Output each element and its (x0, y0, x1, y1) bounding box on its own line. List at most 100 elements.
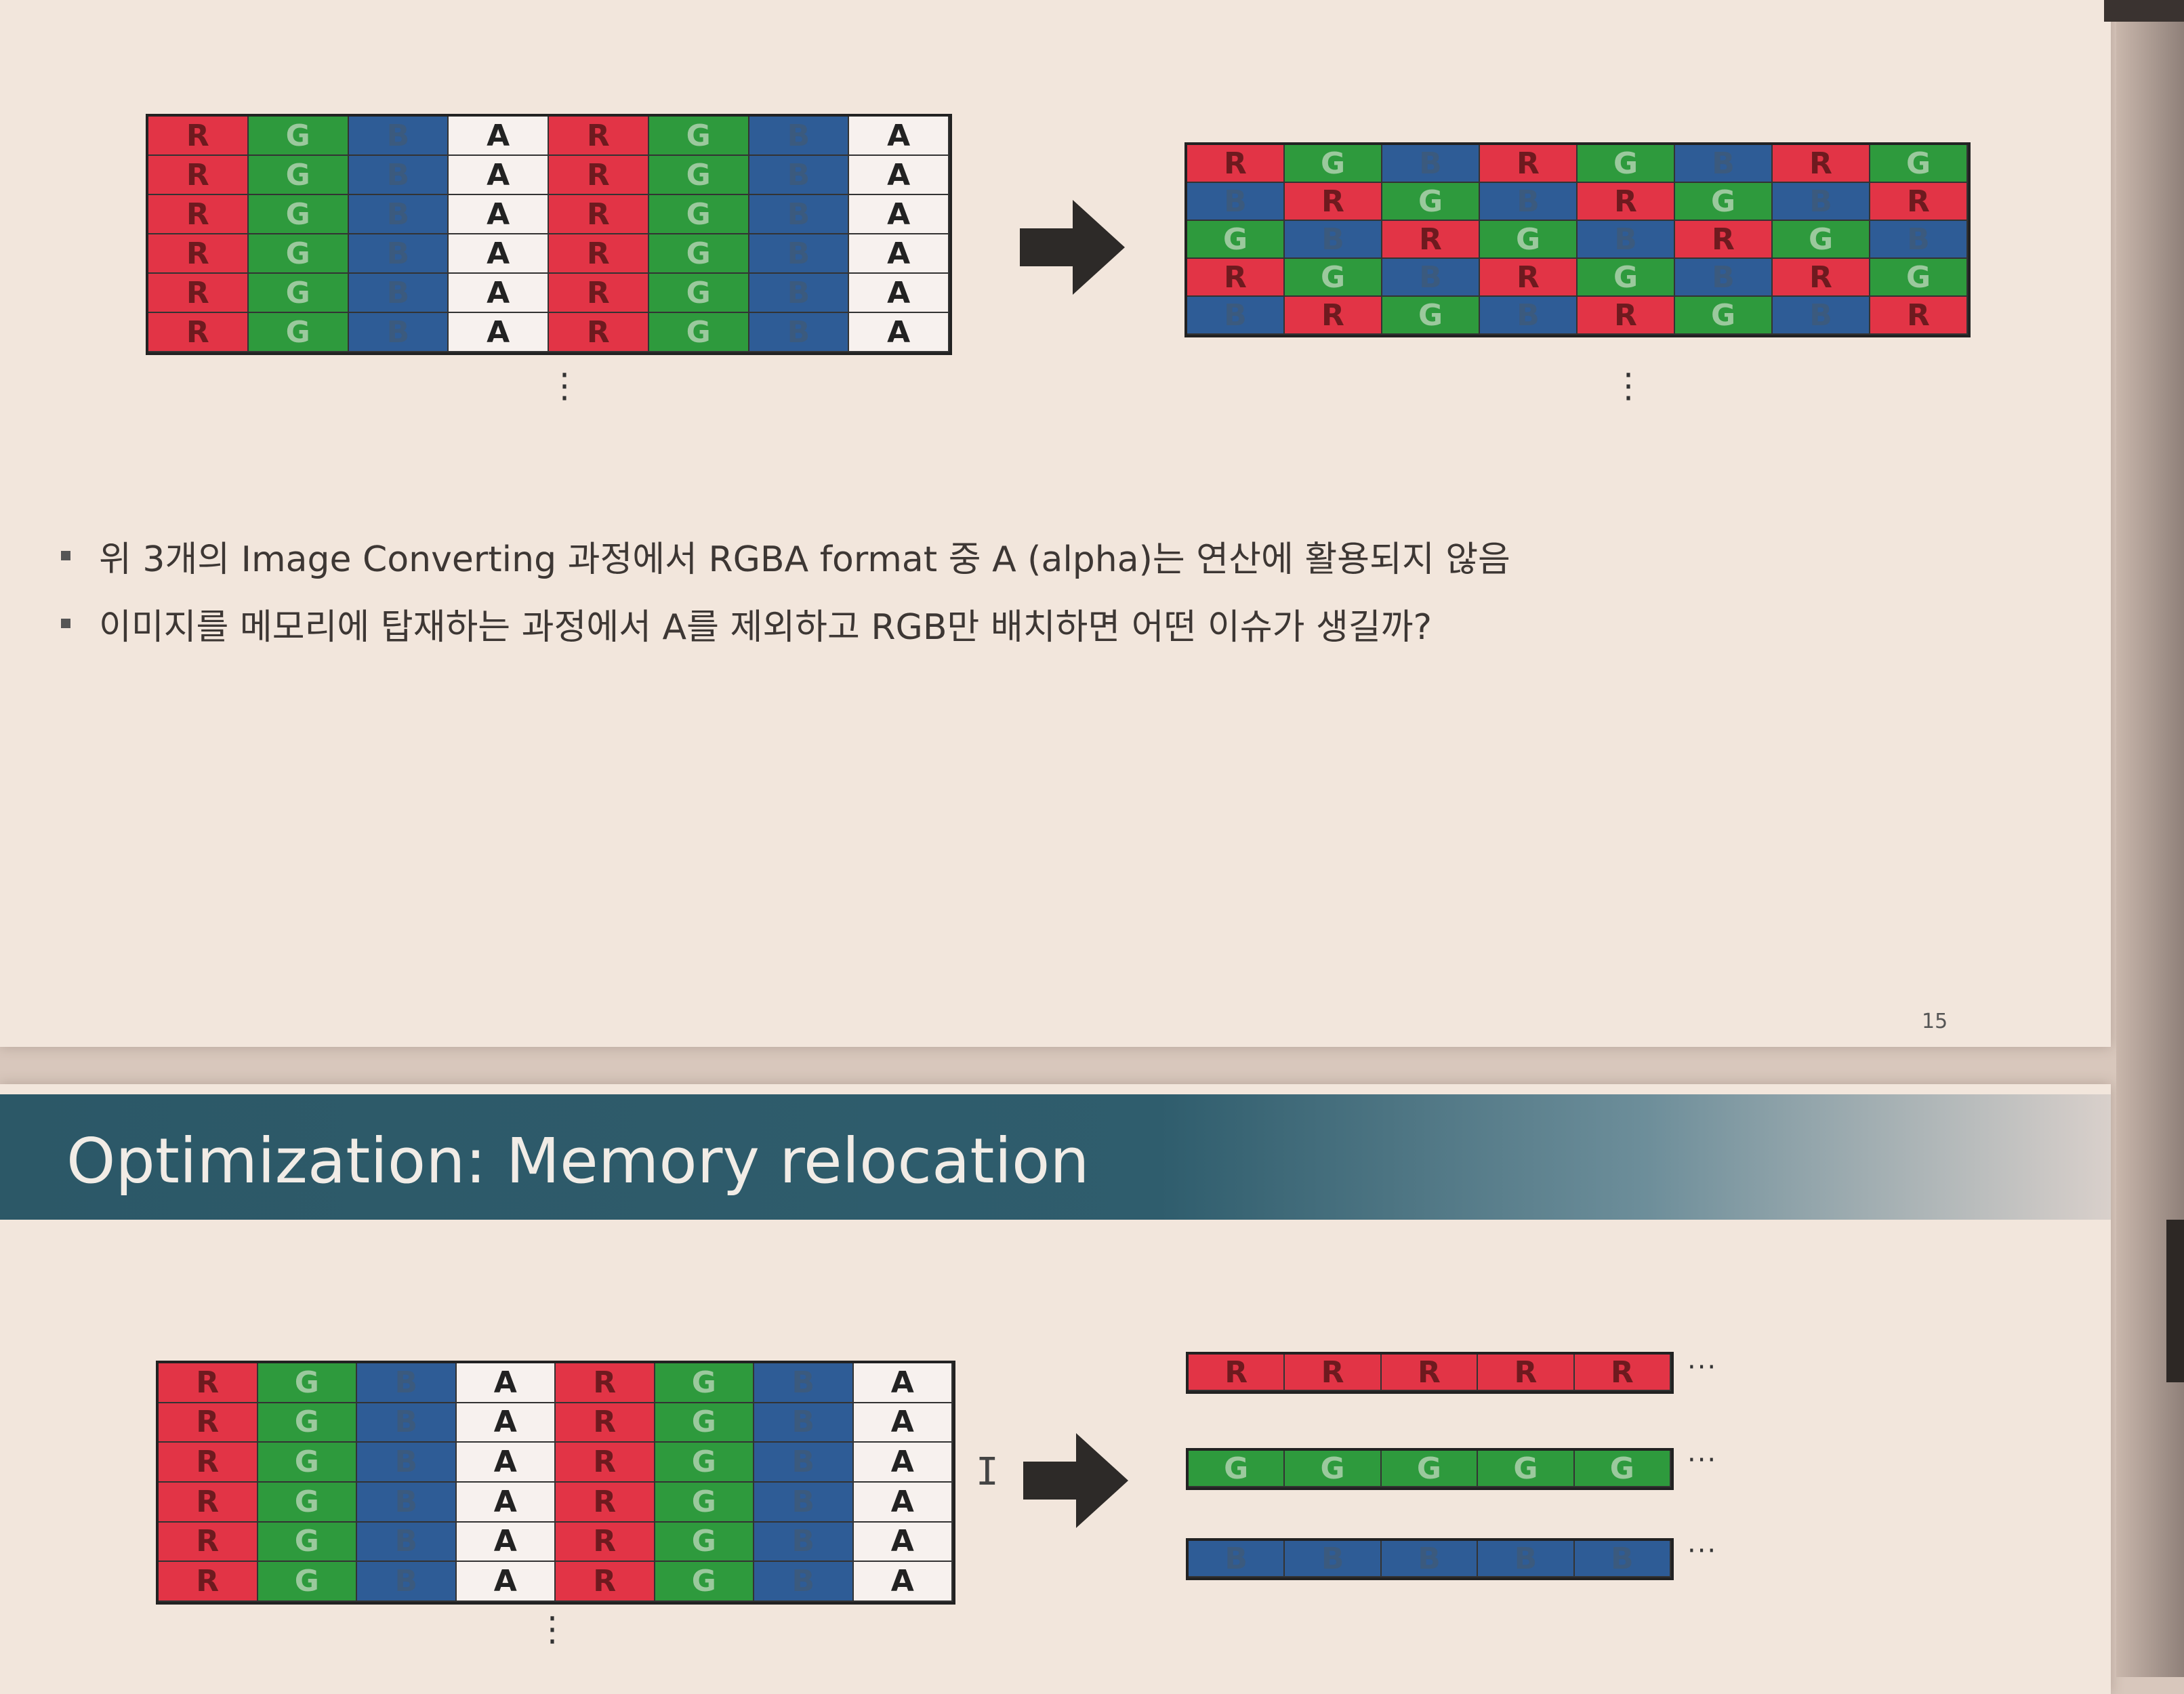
pixel-cell-g: G (1285, 145, 1382, 183)
pixel-cell-b: B (1187, 183, 1285, 221)
pixel-cell-b: B (1870, 221, 1968, 259)
vertical-ellipsis-icon: ⋮ (548, 369, 581, 402)
pixel-cell-g: G (655, 1443, 754, 1483)
pixel-cell-r: R (148, 195, 249, 234)
pixel-cell-b: B (1578, 221, 1675, 259)
scrollbar-thumb[interactable] (2166, 1220, 2184, 1382)
pixel-cell-b: B (1381, 1541, 1479, 1577)
pixel-cell-b: B (357, 1443, 457, 1483)
pixel-cell-a: A (449, 117, 549, 156)
pixel-cell-a: A (853, 1483, 953, 1523)
pixel-cell-b: B (754, 1363, 854, 1403)
pixel-cell-r: R (159, 1443, 258, 1483)
pixel-cell-r: R (1675, 221, 1773, 259)
pixel-cell-b: B (357, 1562, 457, 1602)
pixel-cell-g: G (1189, 1451, 1285, 1487)
pixel-cell-g: G (257, 1522, 357, 1563)
pixel-cell-g: G (248, 313, 349, 352)
pixel-cell-b: B (1189, 1541, 1285, 1577)
pixel-cell-g: G (1480, 221, 1578, 259)
pixel-cell-g: G (655, 1483, 754, 1523)
ellipsis: ··· (1687, 1352, 1718, 1383)
pixel-cell-b: B (1285, 1541, 1382, 1577)
pixel-cell-r: R (1480, 259, 1578, 297)
pixel-cell-b: B (749, 234, 850, 274)
pixel-cell-b: B (357, 1522, 457, 1563)
pixel-cell-r: R (556, 1522, 655, 1563)
pixel-cell-g: G (648, 195, 749, 234)
pixel-cell-r: R (1381, 1355, 1479, 1391)
pixel-cell-a: A (849, 117, 949, 156)
pixel-cell-r: R (549, 156, 649, 195)
pixel-cell-b: B (1285, 221, 1382, 259)
bullet-icon (61, 619, 70, 628)
pixel-cell-b: B (1478, 1541, 1575, 1577)
pixel-cell-r: R (1285, 1355, 1382, 1391)
pixel-cell-g: G (648, 313, 749, 352)
i-beam-cursor-icon: I (976, 1450, 999, 1494)
screen-edge (2116, 0, 2184, 1677)
pixel-cell-r: R (556, 1483, 655, 1523)
pixel-cell-r: R (549, 274, 649, 313)
pixel-cell-b: B (754, 1562, 854, 1602)
bullet-text: 위 3개의 Image Converting 과정에서 RGBA format … (99, 539, 1510, 580)
pixel-cell-r: R (1478, 1355, 1575, 1391)
pixel-cell-b: B (348, 274, 449, 313)
pixel-cell-r: R (1187, 259, 1285, 297)
bullet-icon (61, 551, 70, 560)
pixel-cell-g: G (1773, 221, 1870, 259)
pixel-cell-r: R (159, 1562, 258, 1602)
pixel-cell-a: A (853, 1522, 953, 1563)
title-bar (0, 1094, 2111, 1220)
pixel-cell-r: R (549, 234, 649, 274)
pixel-cell-a: A (449, 156, 549, 195)
pixel-cell-r: R (549, 313, 649, 352)
pixel-cell-a: A (853, 1562, 953, 1602)
pixel-cell-r: R (148, 313, 249, 352)
pixel-cell-a: A (849, 195, 949, 234)
pixel-cell-b: B (1773, 297, 1870, 335)
pixel-cell-b: B (1382, 259, 1480, 297)
pixel-cell-b: B (749, 195, 850, 234)
pixel-cell-g: G (655, 1403, 754, 1443)
pixel-cell-r: R (549, 117, 649, 156)
pixel-cell-b: B (1480, 183, 1578, 221)
pixel-cell-b: B (348, 117, 449, 156)
pixel-cell-b: B (348, 313, 449, 352)
pixel-cell-r: R (1578, 297, 1675, 335)
pixel-cell-g: G (1478, 1451, 1575, 1487)
scrollbar-top[interactable] (2104, 0, 2184, 22)
pixel-cell-r: R (1870, 297, 1968, 335)
pixel-cell-b: B (1187, 297, 1285, 335)
pixel-cell-r: R (148, 234, 249, 274)
pixel-cell-b: B (754, 1522, 854, 1563)
pixel-cell-b: B (1675, 259, 1773, 297)
pixel-cell-g: G (1578, 259, 1675, 297)
right-arrow-icon (1020, 200, 1125, 295)
pixel-cell-a: A (456, 1562, 556, 1602)
vertical-ellipsis-icon: ⋮ (535, 1612, 569, 1646)
pixel-cell-g: G (648, 274, 749, 313)
pixel-cell-g: G (1382, 297, 1480, 335)
slide-title: Optimization: Memory relocation (66, 1125, 1090, 1197)
pixel-cell-g: G (1381, 1451, 1479, 1487)
pixel-cell-r: R (1480, 145, 1578, 183)
pixel-cell-g: G (1870, 145, 1968, 183)
pixel-cell-b: B (754, 1403, 854, 1443)
bullet-item: 이미지를 메모리에 탑재하는 과정에서 A를 제외하고 RGB만 배치하면 어떤… (61, 590, 1891, 657)
pixel-cell-g: G (655, 1522, 754, 1563)
pixel-cell-g: G (1675, 297, 1773, 335)
pixel-cell-r: R (148, 156, 249, 195)
ellipsis: ··· (1687, 1445, 1718, 1476)
pixel-cell-r: R (1773, 259, 1870, 297)
pixel-cell-b: B (754, 1443, 854, 1483)
pixel-cell-g: G (1578, 145, 1675, 183)
pixel-cell-b: B (357, 1403, 457, 1443)
pixel-cell-g: G (648, 234, 749, 274)
pixel-cell-g: G (248, 117, 349, 156)
pixel-cell-b: B (1675, 145, 1773, 183)
pixel-cell-r: R (1870, 183, 1968, 221)
pixel-cell-a: A (849, 234, 949, 274)
